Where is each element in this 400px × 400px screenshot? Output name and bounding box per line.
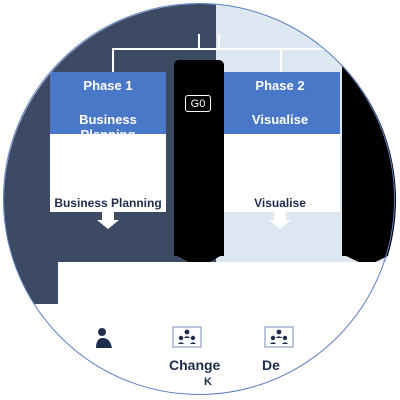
connector-right-drop	[280, 48, 282, 72]
phase-2-header: Phase 2 Visualise	[220, 72, 340, 134]
phase-2-label: Visualise	[254, 196, 306, 210]
diagram-viewport: Phase 1 Business Planning Business Plann…	[4, 4, 396, 396]
connector-far-right	[280, 48, 340, 50]
phase-1-name: Business Planning	[79, 112, 137, 142]
gate-next-bar	[342, 60, 396, 256]
gate-g0-label: G0	[185, 95, 211, 112]
role-de-label: De	[262, 357, 280, 373]
team-board-icon	[264, 326, 294, 348]
phase-1-down-arrow-icon	[97, 220, 119, 229]
roles-panel	[58, 262, 396, 396]
gate-g0-bar	[174, 60, 224, 256]
phase-2-down-arrow-icon	[269, 220, 291, 229]
person-icon	[96, 328, 112, 348]
connector-right-riser	[218, 34, 220, 48]
team-board-icon	[172, 326, 202, 348]
phase-1-arrow-stem	[102, 212, 114, 220]
connector-top-line	[112, 48, 284, 50]
phase-2-arrow-stem	[274, 212, 286, 220]
phase-1-label: Business Planning	[54, 196, 162, 210]
role-change-sublabel: K	[204, 376, 212, 388]
role-change-label: Change	[169, 357, 221, 373]
phase-2-number: Phase 2	[255, 78, 305, 93]
connector-center-riser	[198, 34, 200, 48]
phase-2-card: Phase 2 Visualise Visualise	[220, 72, 340, 212]
phase-1-header: Phase 1 Business Planning	[50, 72, 166, 142]
connector-left-drop	[112, 48, 114, 72]
phase-1-card: Phase 1 Business Planning Business Plann…	[50, 72, 166, 212]
phase-1-number: Phase 1	[83, 78, 133, 93]
phase-2-name: Visualise	[251, 112, 309, 127]
